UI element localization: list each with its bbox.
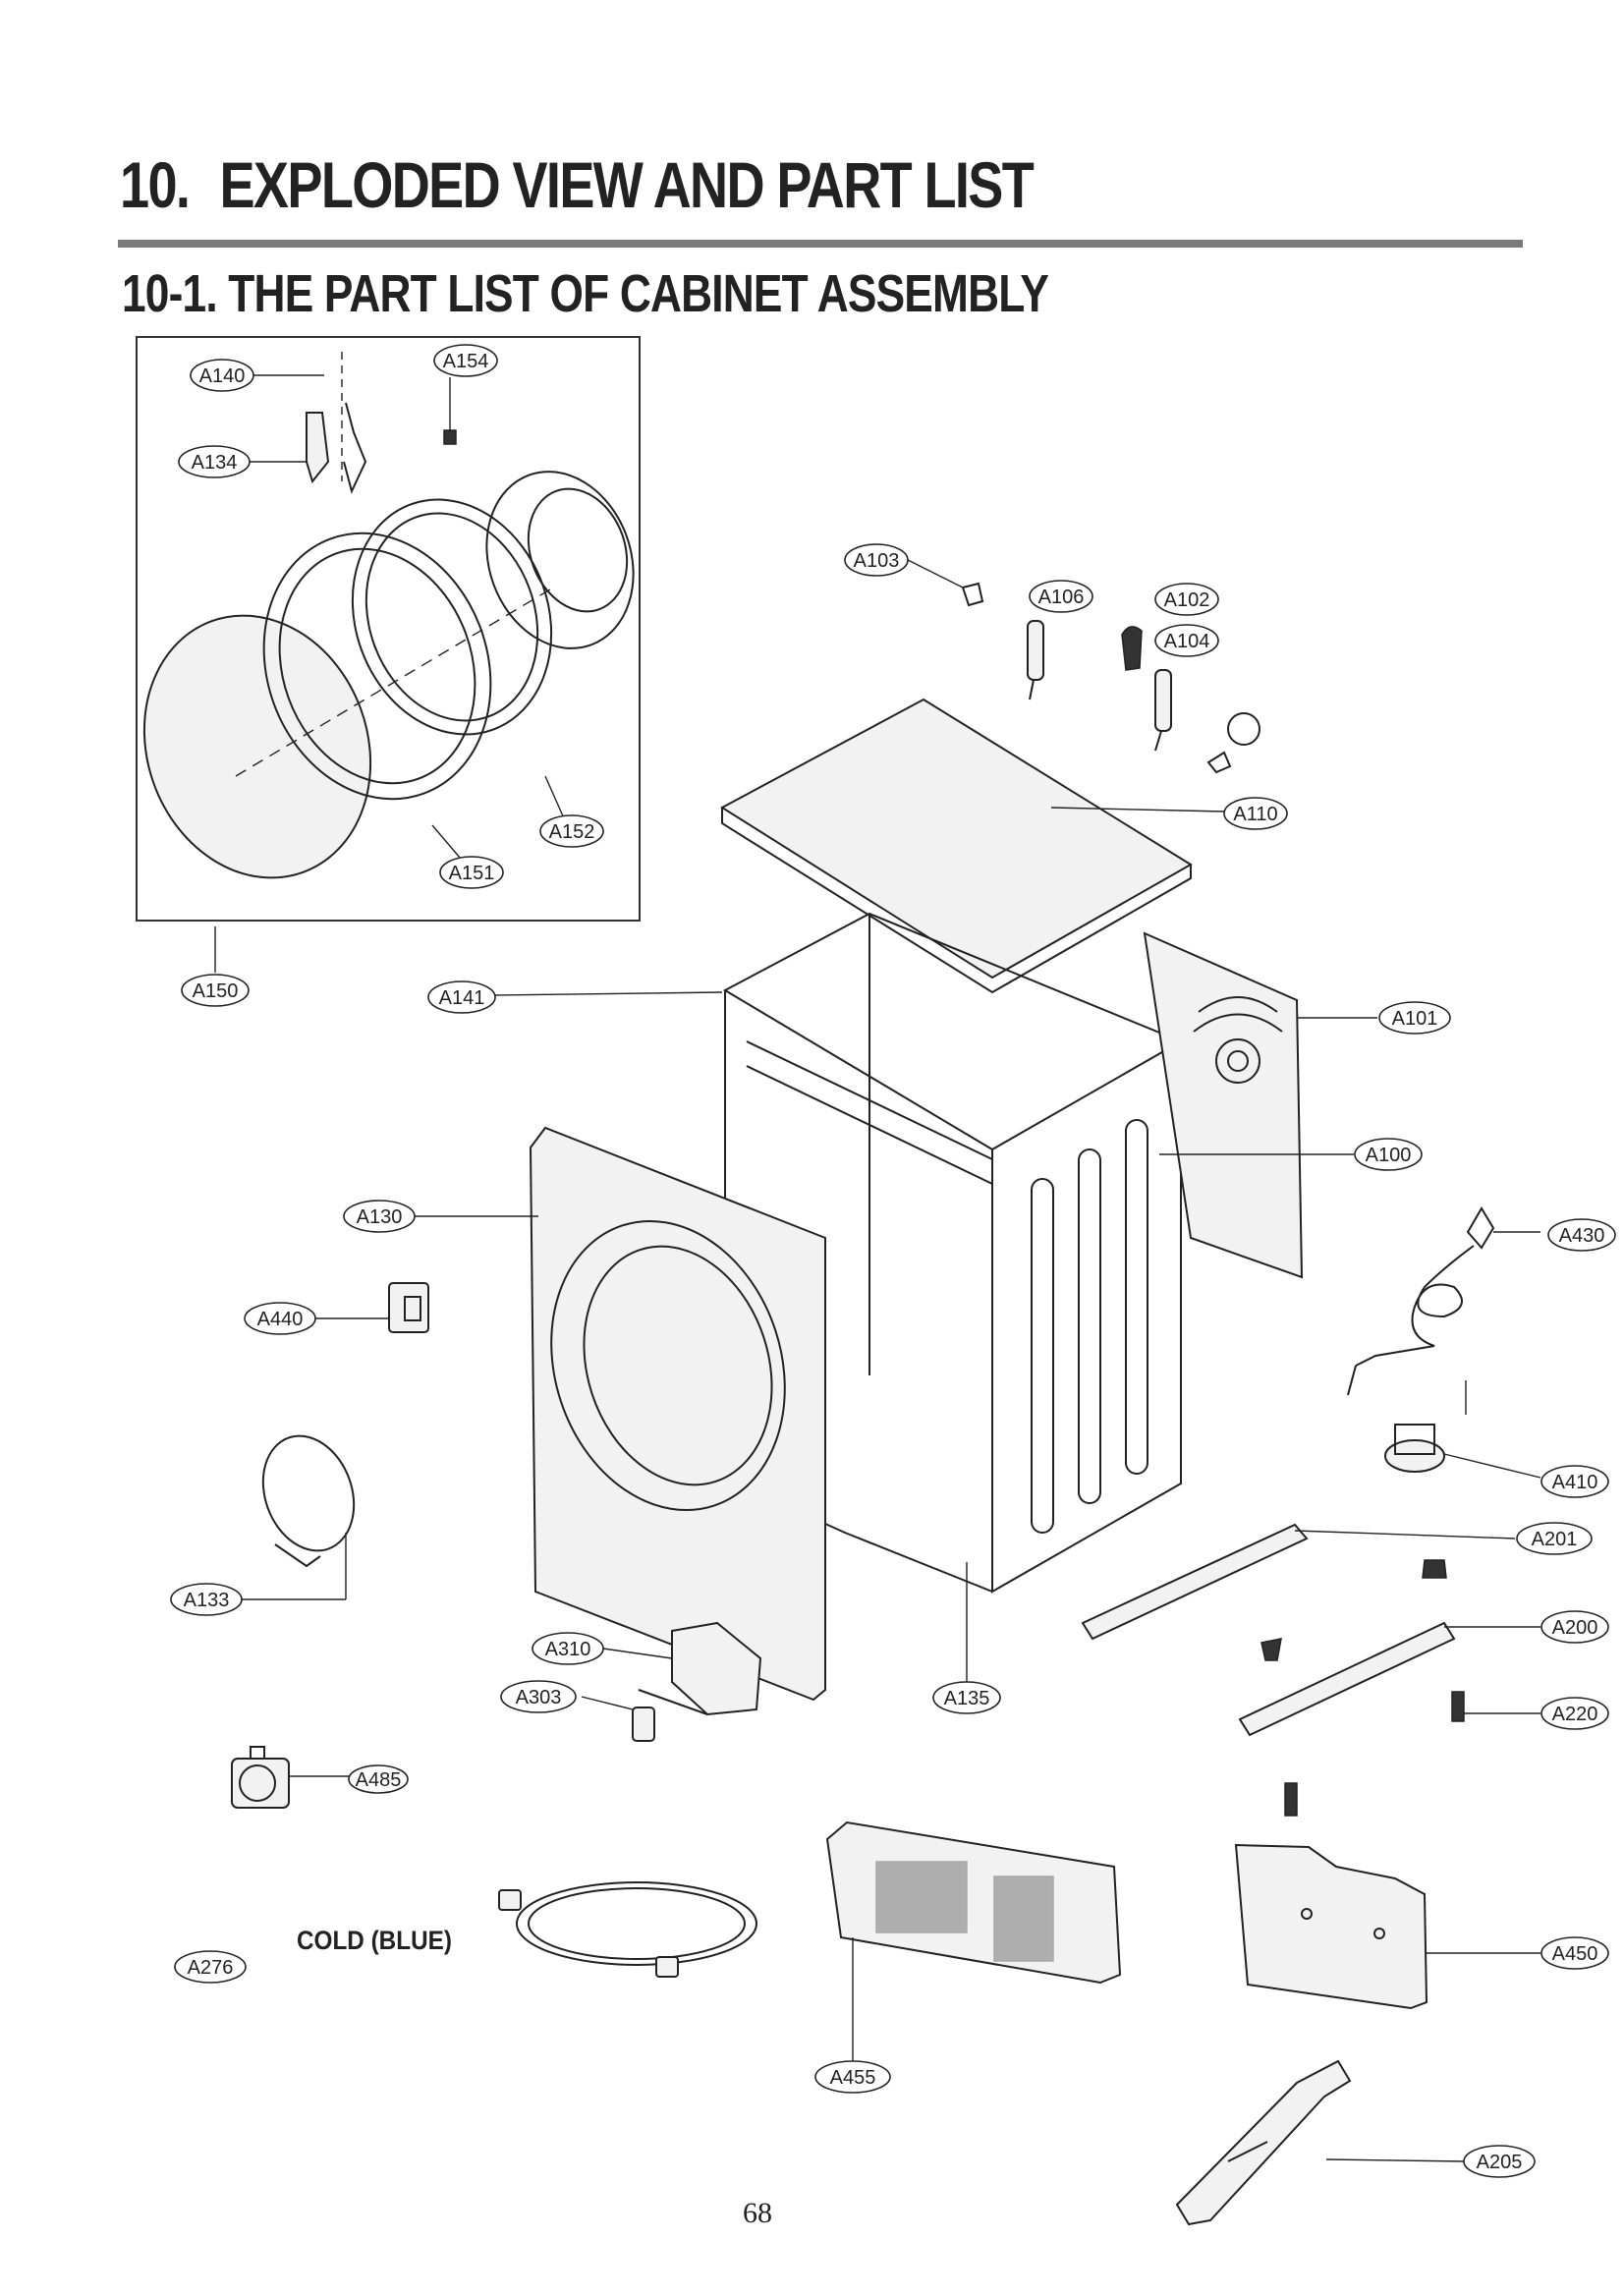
callout-a276: A276 xyxy=(174,1950,247,1984)
callout-a100: A100 xyxy=(1354,1138,1423,1171)
callout-a450: A450 xyxy=(1540,1936,1609,1970)
rear-panel-drawing xyxy=(1143,931,1304,1279)
callout-a133: A133 xyxy=(170,1583,243,1616)
callout-a140: A140 xyxy=(190,359,254,392)
callout-a310: A310 xyxy=(532,1632,604,1665)
callout-a152: A152 xyxy=(539,814,604,848)
front-panel-drawing xyxy=(529,1126,826,1702)
base-frame-drawing xyxy=(1234,1843,1428,2010)
leader-lines xyxy=(214,374,1541,2162)
gasket-wire-drawing xyxy=(261,1434,356,1568)
subsection-title: 10-1. THE PART LIST OF CABINET ASSEMBLY xyxy=(122,264,1049,323)
callout-a303: A303 xyxy=(500,1680,577,1713)
callout-label-a140: A140 xyxy=(199,365,246,387)
callout-a141: A141 xyxy=(427,980,496,1014)
callout-label-a276: A276 xyxy=(188,1957,234,1979)
callout-label-a106: A106 xyxy=(1038,587,1085,608)
door-assembly-drawing xyxy=(142,352,635,879)
callout-a104: A104 xyxy=(1154,624,1219,657)
callout-a150: A150 xyxy=(181,974,250,1007)
callout-label-a103: A103 xyxy=(854,550,900,572)
callout-a135: A135 xyxy=(932,1681,1001,1714)
callout-label-a205: A205 xyxy=(1477,2152,1523,2173)
page-number: 68 xyxy=(743,2197,772,2229)
title-divider xyxy=(118,240,1523,248)
callout-label-a450: A450 xyxy=(1552,1943,1598,1965)
callout-a110: A110 xyxy=(1223,797,1288,830)
callout-label-a102: A102 xyxy=(1164,589,1210,611)
base-plates-drawing xyxy=(1081,1523,1465,1817)
callout-label-a133: A133 xyxy=(184,1590,230,1611)
callout-a101: A101 xyxy=(1378,1001,1451,1035)
door-assembly-inset-frame xyxy=(136,336,641,922)
water-level-sensor-drawing xyxy=(1384,1380,1467,1473)
hose-color-note: COLD (BLUE) xyxy=(297,1926,452,1955)
callout-label-a154: A154 xyxy=(443,351,489,372)
callout-label-a101: A101 xyxy=(1392,1008,1438,1030)
hose-guide-drawing xyxy=(1175,2059,1352,2226)
callout-label-a134: A134 xyxy=(192,452,238,474)
callout-label-a201: A201 xyxy=(1532,1529,1578,1550)
section-title-text: EXPLODED VIEW AND PART LIST xyxy=(219,148,1034,221)
callout-label-a410: A410 xyxy=(1552,1472,1598,1493)
callout-label-a200: A200 xyxy=(1552,1617,1598,1639)
callout-a205: A205 xyxy=(1463,2145,1536,2178)
callout-label-a104: A104 xyxy=(1164,631,1210,652)
callout-a130: A130 xyxy=(343,1200,416,1233)
callout-label-a100: A100 xyxy=(1366,1145,1412,1166)
callout-a201: A201 xyxy=(1516,1522,1593,1555)
power-cord-drawing xyxy=(1347,1206,1495,1396)
callout-a220: A220 xyxy=(1540,1697,1609,1730)
detergent-box-drawing xyxy=(632,1621,762,1742)
callout-label-a110: A110 xyxy=(1233,804,1277,825)
section-number: 10. xyxy=(120,148,191,221)
callout-a106: A106 xyxy=(1029,580,1093,613)
callout-a440: A440 xyxy=(244,1302,316,1335)
callout-a154: A154 xyxy=(433,344,498,377)
inlet-hose-drawing xyxy=(498,1881,757,1978)
cabinet-top-plate-drawing xyxy=(720,698,1193,994)
callout-label-a141: A141 xyxy=(439,987,485,1009)
callout-label-a485: A485 xyxy=(356,1769,402,1791)
callout-label-a151: A151 xyxy=(449,863,495,884)
callout-label-a440: A440 xyxy=(257,1309,304,1330)
callout-a200: A200 xyxy=(1540,1610,1609,1644)
callout-label-a310: A310 xyxy=(545,1639,591,1660)
door-lock-drawing xyxy=(388,1282,429,1333)
callout-label-a152: A152 xyxy=(549,821,595,843)
callout-a430: A430 xyxy=(1547,1218,1616,1252)
control-pcb-drawing xyxy=(825,1820,1122,1985)
callout-a102: A102 xyxy=(1154,583,1219,616)
callout-label-a150: A150 xyxy=(193,980,239,1002)
callout-label-a130: A130 xyxy=(357,1206,403,1228)
callout-label-a135: A135 xyxy=(944,1688,990,1709)
callout-label-a455: A455 xyxy=(830,2067,876,2089)
callout-label-a430: A430 xyxy=(1559,1225,1605,1247)
top-small-parts-drawing xyxy=(961,582,1260,774)
callout-a485: A485 xyxy=(348,1764,409,1794)
callout-a103: A103 xyxy=(844,543,909,577)
section-title: 10. EXPLODED VIEW AND PART LIST xyxy=(120,147,1035,222)
callout-label-a220: A220 xyxy=(1552,1704,1598,1725)
callout-label-a303: A303 xyxy=(516,1687,562,1708)
callout-a134: A134 xyxy=(178,445,251,478)
callout-a455: A455 xyxy=(814,2060,891,2094)
pump-drawing xyxy=(231,1746,290,1809)
callout-a410: A410 xyxy=(1540,1465,1609,1498)
callout-a151: A151 xyxy=(439,856,504,889)
